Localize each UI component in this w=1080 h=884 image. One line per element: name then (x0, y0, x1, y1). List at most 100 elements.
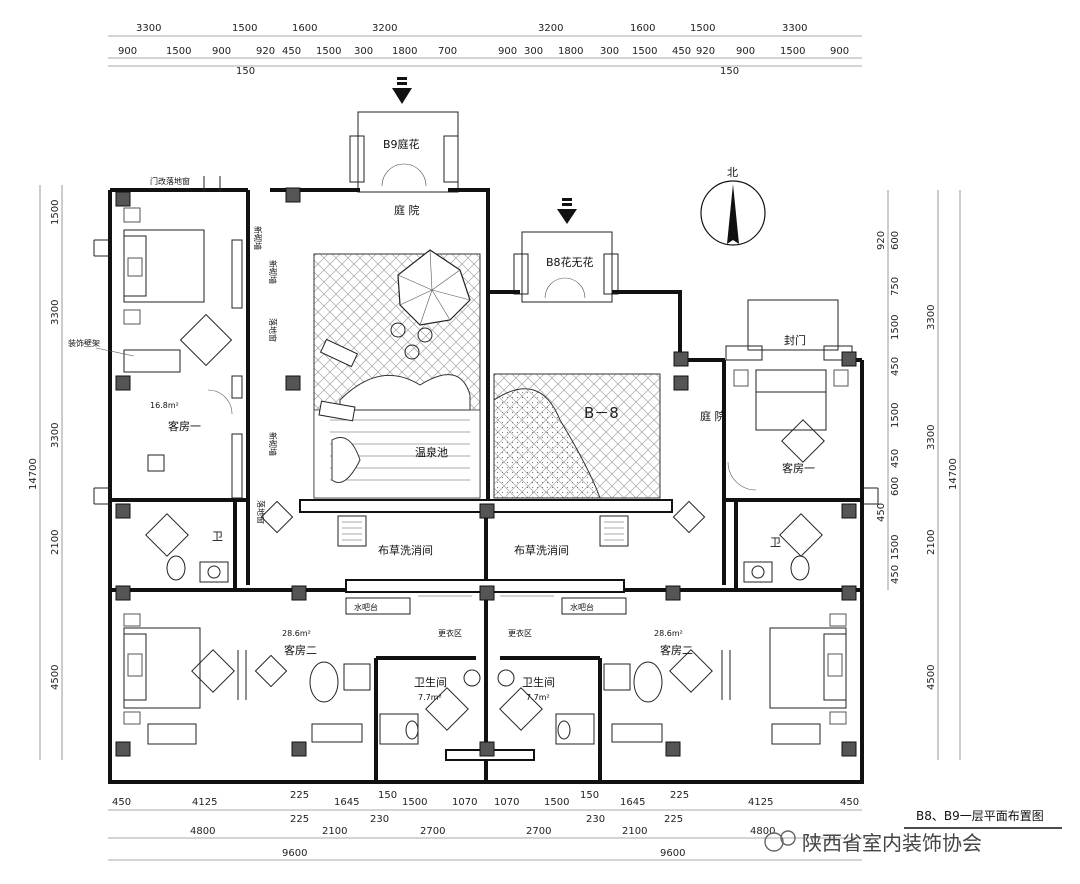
seal-door-label: 封门 (784, 333, 806, 347)
right-dim-10: 1500 (890, 535, 901, 560)
top-sub-13: 300 (600, 46, 619, 57)
b9-flower-label: B9庭花 (383, 137, 420, 151)
vert-label-3: 落地窗 (268, 318, 278, 342)
laundry-rooms: 布草洗消间 布草洗消间 (337, 515, 629, 557)
left-dim-1: 1500 (50, 200, 61, 225)
right-dim-1: 920 (876, 231, 887, 250)
hot-spring-label: 温泉池 (415, 445, 448, 459)
top-dim-4: 3200 (372, 23, 397, 34)
bot-row3-2: 2100 (322, 826, 347, 837)
wc-right: 卫 (743, 513, 823, 583)
top-sub-11: 300 (524, 46, 543, 57)
top-sub-18: 1500 (780, 46, 805, 57)
north-label: 北 (727, 166, 738, 179)
laundry-left-label: 布草洗消间 (378, 543, 433, 557)
right-outer-3: 2100 (926, 530, 937, 555)
bot-dim-13: 4125 (748, 797, 773, 808)
left-dim-5: 4500 (50, 665, 61, 690)
bath-right-label: 卫生间 (522, 675, 555, 689)
right-dim-5: 450 (890, 357, 901, 376)
bot-row3-5: 2100 (622, 826, 647, 837)
b8-flower-label: B8花无花 (546, 256, 594, 269)
left-dim-2: 3300 (50, 300, 61, 325)
vert-label-2: 新砌墙 (268, 260, 278, 284)
left-dim-4: 2100 (50, 530, 61, 555)
courtyard-right-label: 庭 院 (700, 409, 726, 423)
bot-dim-3: 225 (290, 790, 309, 801)
door-top-left-label: 门改落地窗 (150, 176, 190, 186)
bot-sub-4: 225 (664, 814, 683, 825)
wc-left-label: 卫 (212, 530, 223, 543)
top-sub-10: 900 (498, 46, 517, 57)
guest2-right-label: 客房二 (660, 643, 693, 657)
changing-left-label: 更衣区 (438, 628, 462, 638)
courtyard-right: B－8 庭 院 (493, 373, 726, 499)
top-dim-8: 3300 (782, 23, 807, 34)
bot-dim-8: 1070 (494, 797, 519, 808)
right-dimensions: 920 600 750 1500 450 1500 450 600 450 15… (876, 190, 961, 760)
guest1-right-label: 客房一 (782, 461, 815, 475)
bot-dim-9: 1500 (544, 797, 569, 808)
guest-room-2-right: 28.6m² 客房二 (603, 613, 847, 745)
guest2-right-area: 28.6m² (654, 629, 683, 638)
bot-row3-6: 4800 (750, 826, 775, 837)
vert-label-5: 落地窗 (256, 500, 266, 524)
top-sub-19: 900 (830, 46, 849, 57)
right-dim-3: 750 (890, 277, 901, 296)
north-arrow: 北 (700, 166, 766, 246)
bot-dim-10: 150 (580, 790, 599, 801)
drawing-title: B8、B9一层平面布置图 (916, 809, 1044, 823)
top-dim-6: 1600 (630, 23, 655, 34)
top-dim-7: 1500 (690, 23, 715, 34)
bot-dim-6: 1500 (402, 797, 427, 808)
changing-right-label: 更衣区 (508, 628, 532, 638)
bot-sub-1: 225 (290, 814, 309, 825)
guest-room-1-left: 16.8m² 客房一 门改落地窗 装饰壁架 新砌墙 新砌墙 落地窗 新砌墙 落地… (68, 176, 294, 534)
right-outer-4: 4500 (926, 665, 937, 690)
entry-arrow-b9 (392, 77, 412, 104)
right-total: 14700 (948, 458, 959, 490)
bot-dim-12: 225 (670, 790, 689, 801)
top-sub-2: 1500 (166, 46, 191, 57)
bot-dim-11: 1645 (620, 797, 645, 808)
bot-row3-1: 4800 (190, 826, 215, 837)
bathrooms-center: 卫生间 7.7m² 卫生间 7.7m² (379, 669, 595, 745)
left-dimensions: 1500 3300 3300 2100 4500 14700 (28, 185, 63, 760)
b8-mark: B－8 (584, 404, 619, 422)
bot-dim-7: 1070 (452, 797, 477, 808)
top-sub-17: 900 (736, 46, 755, 57)
top-sub-15: 450 (672, 46, 691, 57)
bot-dim-5: 150 (378, 790, 397, 801)
bot-sub-3: 230 (586, 814, 605, 825)
vert-label-4: 新砌墙 (268, 432, 278, 456)
sink-right-label: 水吧台 (570, 602, 594, 612)
bot-row3-4: 2700 (526, 826, 551, 837)
title-block: B8、B9一层平面布置图 (904, 809, 1062, 829)
bot-dim-2: 4125 (192, 797, 217, 808)
watermark-text: 陕西省室内装饰协会 (802, 831, 982, 855)
top-sub-5: 450 (282, 46, 301, 57)
top-small-1: 150 (236, 66, 255, 77)
top-dim-5: 3200 (538, 23, 563, 34)
bot-dim-14: 450 (840, 797, 859, 808)
right-outer-2: 3300 (926, 425, 937, 450)
left-total: 14700 (28, 458, 39, 490)
top-sub-1: 900 (118, 46, 137, 57)
bot-row3-3: 2700 (420, 826, 445, 837)
sink-left-label: 水吧台 (354, 602, 378, 612)
porch-right: 封门 (725, 299, 853, 361)
top-small-2: 150 (720, 66, 739, 77)
right-dim-11: 450 (890, 565, 901, 584)
top-dim-3: 1600 (292, 23, 317, 34)
bot-sub-2: 230 (370, 814, 389, 825)
top-sub-8: 1800 (392, 46, 417, 57)
top-sub-16: 920 (696, 46, 715, 57)
bath-right-area: 7.7m² (526, 693, 550, 702)
top-sub-12: 1800 (558, 46, 583, 57)
top-sub-3: 900 (212, 46, 231, 57)
laundry-right-label: 布草洗消间 (514, 543, 569, 557)
columns (115, 187, 857, 757)
wc-right-label: 卫 (770, 536, 781, 549)
right-dim-7: 450 (890, 449, 901, 468)
